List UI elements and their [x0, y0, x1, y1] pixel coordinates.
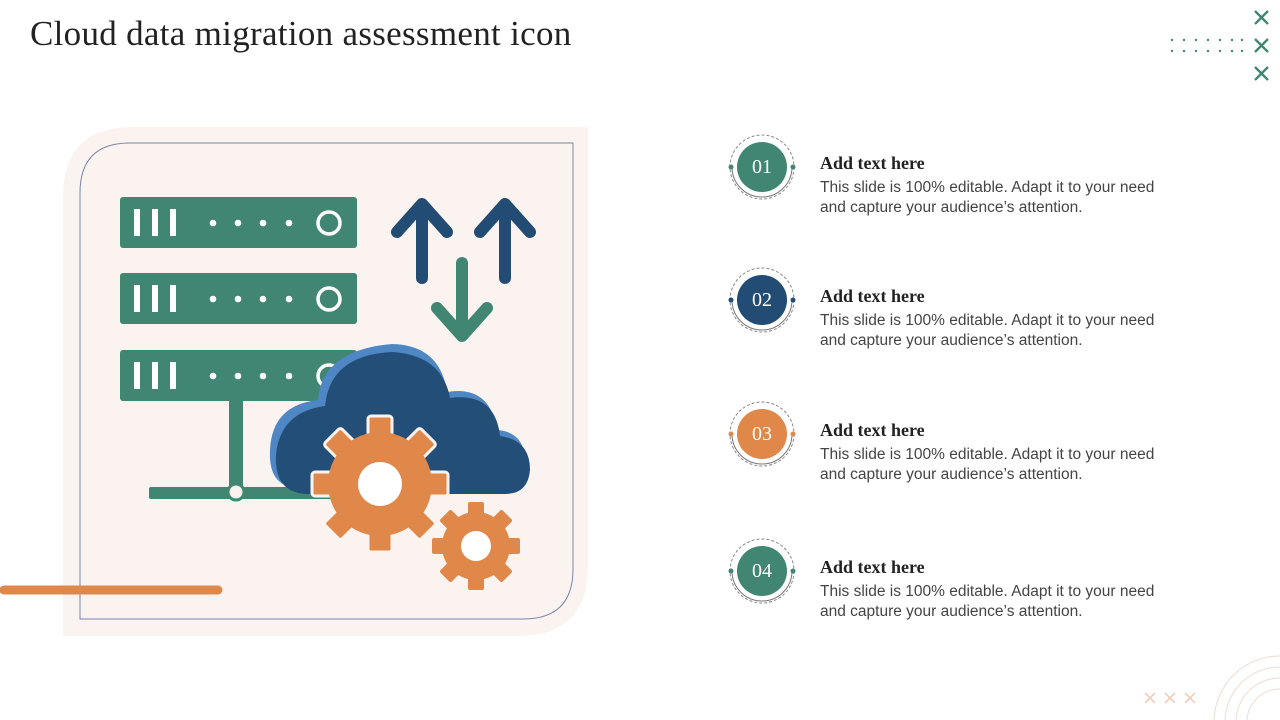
- step-number: 01: [737, 142, 787, 192]
- badge-ring-icon: [728, 538, 796, 604]
- step-number: 02: [737, 275, 787, 325]
- list-item-4: 04 Add text here This slide is 100% edit…: [728, 537, 1188, 620]
- server-rack-icon: [118, 197, 359, 502]
- decor-dots: [1170, 38, 1244, 53]
- item-description: This slide is 100% editable. Adapt it to…: [820, 446, 1155, 483]
- decor-concentric-arcs: [1213, 655, 1280, 720]
- item-description: This slide is 100% editable. Adapt it to…: [820, 179, 1155, 216]
- step-number: 03: [737, 409, 787, 459]
- small-gear-icon: [432, 502, 520, 590]
- step-number: 04: [737, 546, 787, 596]
- list-item-3: 03 Add text here This slide is 100% edit…: [728, 400, 1188, 483]
- large-gear-icon: [310, 414, 450, 554]
- badge-ring-icon: [728, 267, 796, 333]
- list-item-1: 01 Add text here This slide is 100% edit…: [728, 133, 1188, 216]
- item-description: This slide is 100% editable. Adapt it to…: [820, 312, 1155, 349]
- item-heading: Add text here: [820, 153, 925, 173]
- download-arrow-icon: [431, 257, 493, 342]
- slide-title: Cloud data migration assessment icon: [30, 14, 572, 53]
- panel-outline: [79, 142, 574, 620]
- decor-small-crosses: [1144, 692, 1196, 704]
- item-description: This slide is 100% editable. Adapt it to…: [820, 583, 1155, 620]
- upload-arrows-icon: [391, 198, 536, 284]
- item-heading: Add text here: [820, 420, 925, 440]
- badge-ring-icon: [728, 134, 796, 200]
- item-heading: Add text here: [820, 557, 925, 577]
- list-item-2: 02 Add text here This slide is 100% edit…: [728, 266, 1188, 349]
- item-heading: Add text here: [820, 286, 925, 306]
- badge-ring-icon: [728, 401, 796, 467]
- decor-cross-icons: [1254, 10, 1269, 81]
